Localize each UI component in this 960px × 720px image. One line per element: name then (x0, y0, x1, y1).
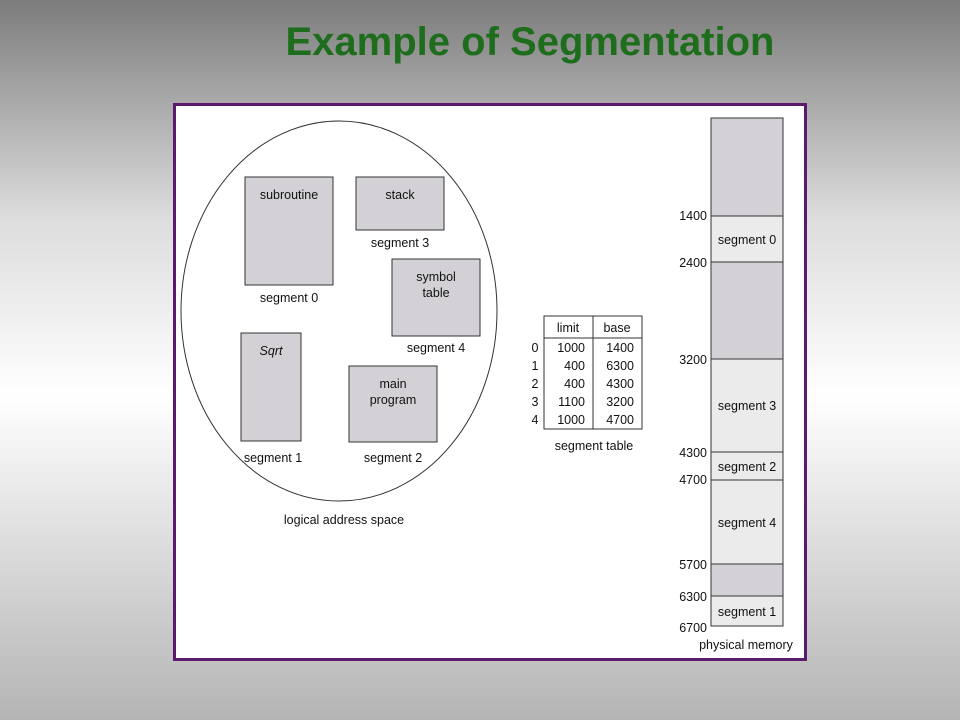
segment-table-index: 0 (532, 341, 539, 355)
segment-1-block (710, 595, 784, 627)
segment-3-block (710, 358, 784, 453)
main-program-label-line2: program (370, 393, 417, 407)
segment-table-limit: 400 (564, 359, 585, 373)
main-program-box (348, 365, 438, 443)
main-program-label-line1: main (379, 377, 406, 391)
address-label: 4700 (679, 473, 707, 487)
address-label: 1400 (679, 209, 707, 223)
address-label: 6300 (679, 590, 707, 604)
segment-table-base: 4300 (606, 377, 634, 391)
segment-0-block (710, 215, 784, 263)
free-block-lower (710, 563, 784, 597)
sqrt-caption: segment 1 (244, 451, 302, 465)
segment-table-limit: 1000 (557, 341, 585, 355)
free-block-top (710, 117, 784, 217)
subroutine-box (244, 176, 334, 286)
physical-memory-caption: physical memory (699, 638, 794, 652)
address-label: 2400 (679, 256, 707, 270)
symbol-table-caption: segment 4 (407, 341, 465, 355)
stack-caption: segment 3 (371, 236, 429, 250)
sqrt-label: Sqrt (260, 344, 283, 358)
segment-2-block (710, 451, 784, 481)
address-label: 5700 (679, 558, 707, 572)
segment-table-limit: 1000 (557, 413, 585, 427)
physical-memory: segment 0 segment 3 segment 2 segment 4 … (679, 117, 794, 652)
segment-table-index: 3 (532, 395, 539, 409)
stack-box (355, 176, 445, 231)
subroutine-label: subroutine (260, 188, 318, 202)
segment-table-base: 6300 (606, 359, 634, 373)
segment-0-label: segment 0 (718, 233, 776, 247)
sqrt-box (240, 332, 302, 442)
segment-table: limit base 0 1000 1400 1 400 6300 2 400 … (532, 315, 643, 453)
segment-table-header-limit: limit (557, 321, 580, 335)
segment-table-index: 1 (532, 359, 539, 373)
segment-table-header-base: base (603, 321, 630, 335)
address-label: 6700 (679, 621, 707, 635)
segment-4-label: segment 4 (718, 516, 776, 530)
logical-address-space: subroutine segment 0 stack segment 3 sym… (180, 120, 498, 527)
segment-table-index: 2 (532, 377, 539, 391)
segment-3-label: segment 3 (718, 399, 776, 413)
segment-1-label: segment 1 (718, 605, 776, 619)
slide-title: Example of Segmentation (285, 20, 775, 64)
symbol-table-box (391, 258, 481, 337)
segment-4-block (710, 479, 784, 565)
segment-2-label: segment 2 (718, 460, 776, 474)
address-label: 4300 (679, 446, 707, 460)
segment-table-index: 4 (532, 413, 539, 427)
diagram-frame: subroutine segment 0 stack segment 3 sym… (173, 103, 807, 661)
free-block-middle (710, 261, 784, 360)
subroutine-caption: segment 0 (260, 291, 318, 305)
segment-table-base: 4700 (606, 413, 634, 427)
segment-table-limit: 1100 (558, 395, 585, 409)
segment-table-caption: segment table (555, 439, 634, 453)
stack-label: stack (385, 188, 415, 202)
segment-table-base: 1400 (606, 341, 634, 355)
segment-table-base: 3200 (606, 395, 634, 409)
logical-space-caption: logical address space (284, 513, 404, 527)
segment-table-limit: 400 (564, 377, 585, 391)
address-label: 3200 (679, 353, 707, 367)
symbol-table-label-line2: table (422, 286, 449, 300)
segmentation-diagram: subroutine segment 0 stack segment 3 sym… (180, 117, 794, 652)
symbol-table-label-line1: symbol (416, 270, 456, 284)
main-program-caption: segment 2 (364, 451, 422, 465)
